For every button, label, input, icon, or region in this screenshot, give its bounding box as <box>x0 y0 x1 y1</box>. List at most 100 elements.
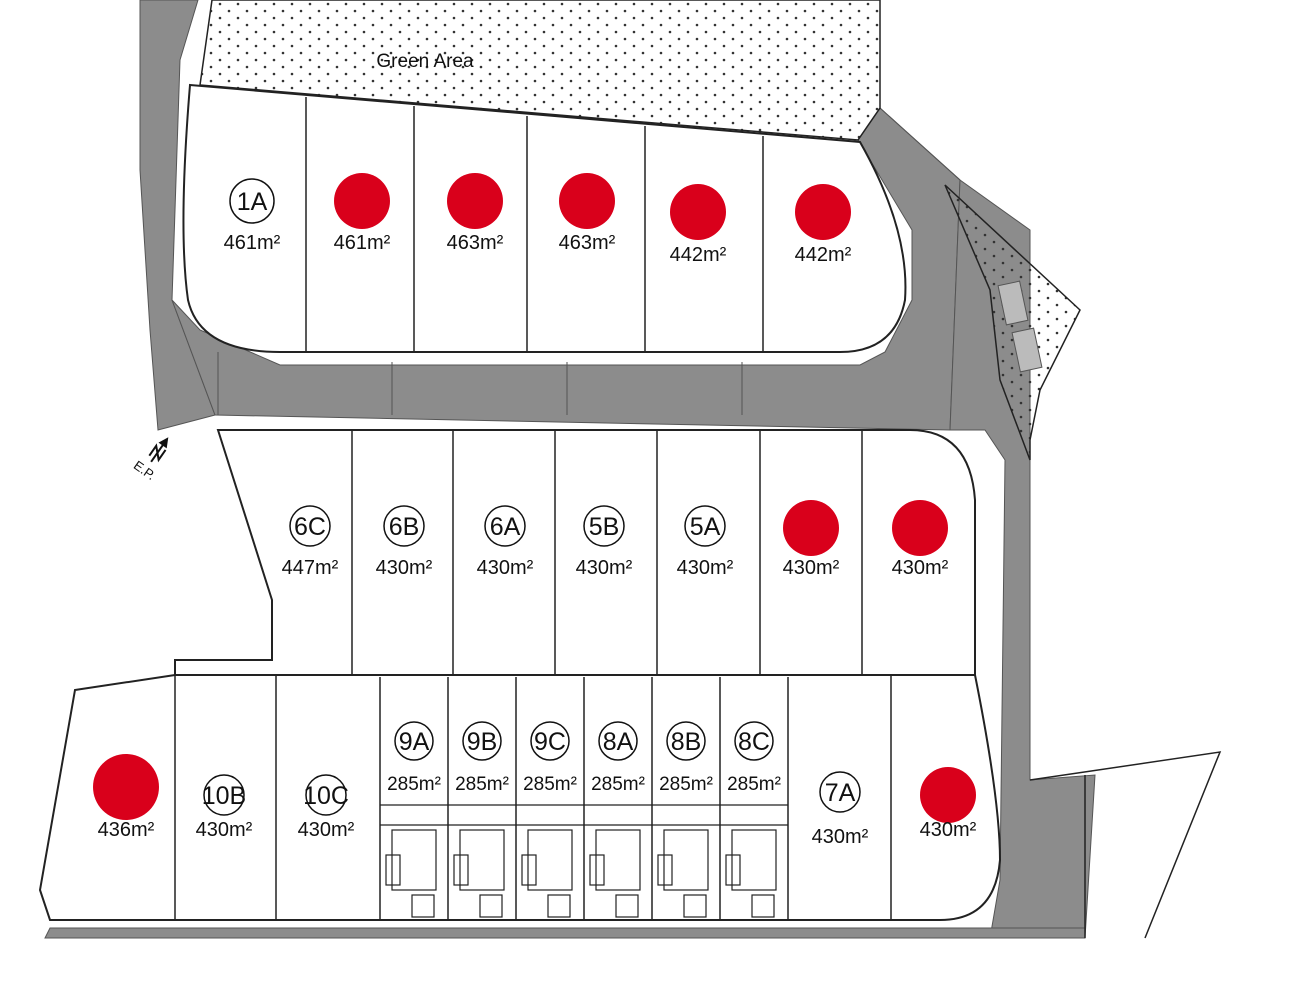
plot-area: 430m² <box>892 557 949 579</box>
plot-number: 5B <box>589 513 620 541</box>
plot-number: 6C <box>294 513 326 541</box>
sold-marker <box>93 754 159 820</box>
plot-10b[interactable]: 10B 430m² <box>196 774 253 841</box>
boundary-lines <box>1029 751 1222 939</box>
plot-number-badge <box>394 721 434 761</box>
plot-number: 8A <box>603 728 634 756</box>
plot-area: 285m² <box>455 774 509 795</box>
plot-number-badge <box>203 774 245 816</box>
sold-marker <box>670 184 726 240</box>
green-strip-east <box>944 184 1081 461</box>
plot-8a[interactable]: 8A 285m² <box>591 721 645 795</box>
plot-area: 430m² <box>477 557 534 579</box>
upper-block <box>182 83 907 353</box>
plot-area: 430m² <box>812 826 869 848</box>
sold-marker <box>783 500 839 556</box>
plot-area: 430m² <box>677 557 734 579</box>
plot-10c[interactable]: 10C 430m² <box>298 774 355 841</box>
plot-area: 447m² <box>282 557 339 579</box>
plot-1b[interactable]: 461m² <box>334 173 391 254</box>
plot-6c[interactable]: 6C 447m² <box>282 505 339 579</box>
sold-marker <box>892 500 948 556</box>
plot-area: 285m² <box>387 774 441 795</box>
plot-area: 463m² <box>447 232 504 254</box>
plot-area: 430m² <box>920 819 977 841</box>
plot-1a[interactable]: 1A 461m² <box>224 178 281 254</box>
plot-area: 430m² <box>298 819 355 841</box>
plot-area: 461m² <box>334 232 391 254</box>
plot-number: 8C <box>738 728 770 756</box>
plot-number: 9C <box>534 728 566 756</box>
plot-1e[interactable]: 442m² <box>670 184 727 266</box>
middle-block <box>174 429 976 676</box>
plot-8c[interactable]: 8C 285m² <box>727 721 781 795</box>
plot-number: 6B <box>389 513 420 541</box>
plot-number-badge <box>666 721 706 761</box>
plot-area: 461m² <box>224 232 281 254</box>
plot-number: 6A <box>490 513 521 541</box>
plot-area: 442m² <box>795 244 852 266</box>
plot-1c[interactable]: 463m² <box>447 173 504 254</box>
sold-marker <box>920 767 976 823</box>
compass-label: E.P. <box>131 458 158 483</box>
plot-area: 463m² <box>559 232 616 254</box>
plot-9c[interactable]: 9C 285m² <box>523 721 577 795</box>
plot-number-badge <box>383 505 425 547</box>
plot-5a[interactable]: 5A 430m² <box>677 505 734 579</box>
plot-area: 285m² <box>523 774 577 795</box>
green-area-label: Green Area <box>376 51 474 72</box>
plot-area: 285m² <box>591 774 645 795</box>
parking-bay <box>997 280 1043 373</box>
plot-number-badge <box>462 721 502 761</box>
plot-number-badge <box>819 771 861 813</box>
townhouse-floorplans <box>380 804 788 918</box>
plot-number-badge <box>289 505 331 547</box>
plot-number-badge <box>530 721 570 761</box>
plot-number-badge <box>305 774 347 816</box>
sold-marker <box>334 173 390 229</box>
plot-number-badge <box>229 178 275 224</box>
plot-area: 285m² <box>659 774 713 795</box>
sold-marker <box>795 184 851 240</box>
plot-area: 285m² <box>727 774 781 795</box>
plot-area: 430m² <box>783 557 840 579</box>
plot-4a[interactable]: 430m² <box>892 500 949 579</box>
plot-number-badge <box>684 505 726 547</box>
green-area: Green Area <box>199 0 881 141</box>
plot-number: 9B <box>467 728 498 756</box>
plot-number: 1A <box>237 188 268 216</box>
plot-number: 5A <box>690 513 721 541</box>
plot-7b[interactable]: 430m² <box>920 767 977 841</box>
plot-number-badge <box>484 505 526 547</box>
plot-area: 430m² <box>376 557 433 579</box>
plot-7a[interactable]: 7A 430m² <box>812 771 869 848</box>
plot-1f[interactable]: 442m² <box>795 184 852 266</box>
plot-5b[interactable]: 5B 430m² <box>576 505 633 579</box>
road-lower-band <box>44 927 1086 939</box>
plot-number: 10C <box>303 782 349 810</box>
plot-number: 9A <box>399 728 430 756</box>
plot-9b[interactable]: 9B 285m² <box>455 721 509 795</box>
plot-area: 442m² <box>670 244 727 266</box>
plot-1d[interactable]: 463m² <box>559 173 616 254</box>
plot-6a[interactable]: 6A 430m² <box>477 505 534 579</box>
plot-area: 430m² <box>576 557 633 579</box>
sold-marker <box>447 173 503 229</box>
plot-6b[interactable]: 6B 430m² <box>376 505 433 579</box>
plot-10a[interactable]: 436m² <box>93 754 159 841</box>
north-arrow-icon <box>148 437 169 463</box>
plot-number-badge <box>583 505 625 547</box>
plot-area: 430m² <box>196 819 253 841</box>
plot-number-badge <box>734 721 774 761</box>
plot-9a[interactable]: 9A 285m² <box>387 721 441 795</box>
plot-number: 8B <box>671 728 702 756</box>
plot-4b[interactable]: 430m² <box>783 500 840 579</box>
plot-number: 10B <box>202 782 246 810</box>
plot-number-badge <box>598 721 638 761</box>
plot-8b[interactable]: 8B 285m² <box>659 721 713 795</box>
plot-number: 7A <box>825 779 856 807</box>
sold-marker <box>559 173 615 229</box>
plot-area: 436m² <box>98 819 155 841</box>
